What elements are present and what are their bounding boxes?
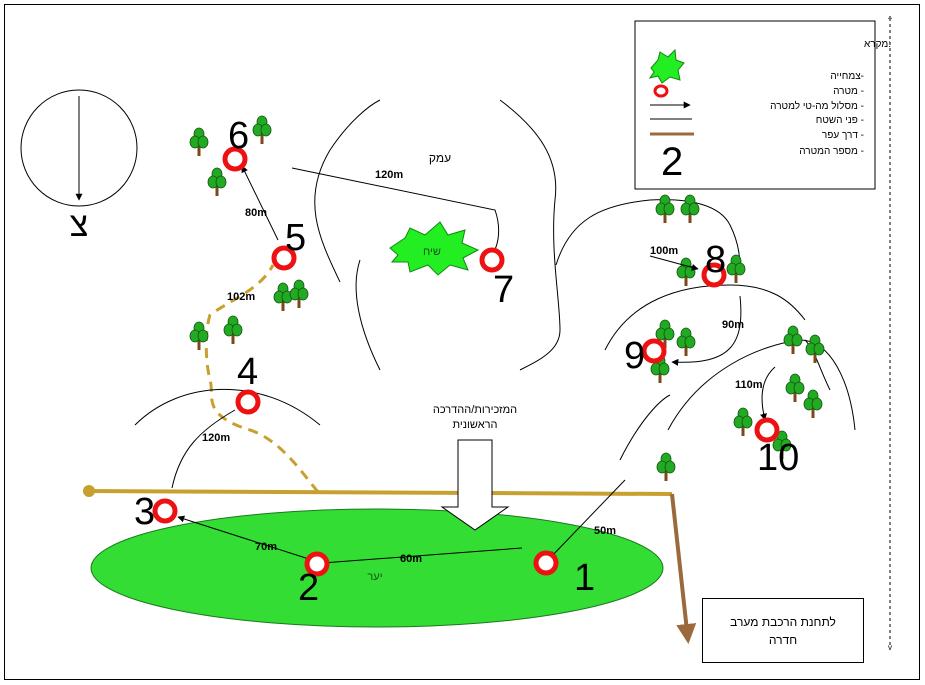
target-4: 4 xyxy=(235,351,261,415)
dirt-road xyxy=(83,485,697,644)
legend: :מקרא צמחייה- מטרה - מסלול מה-טי למטרה -… xyxy=(634,20,891,190)
bush: שיח xyxy=(389,221,480,276)
map-frame xyxy=(4,4,920,680)
target-7: 7 xyxy=(479,247,514,311)
target-10: 10 xyxy=(754,417,799,479)
destination-line1: לתחנת הרכבת מערב xyxy=(730,614,836,629)
distance-label: 120m xyxy=(202,432,230,444)
destination-line2: חדרה xyxy=(768,632,798,647)
target-number-icon: 2 xyxy=(661,140,683,184)
target-icon xyxy=(653,84,669,98)
svg-text:8: 8 xyxy=(705,239,726,281)
legend-item-label: מסלול מה-טי למטרה - xyxy=(770,100,864,112)
start-label-line1: המזכירות/ההדרכה xyxy=(433,404,517,416)
legend-item-label: דרך עפר - xyxy=(822,130,864,141)
legend-item-label: מטרה - xyxy=(833,86,864,97)
target-9: 9 xyxy=(624,335,667,377)
svg-text:v: v xyxy=(888,643,892,652)
bush-label: שיח xyxy=(423,246,441,258)
svg-text:9: 9 xyxy=(624,335,645,377)
distance-label: 120m xyxy=(375,169,403,181)
distance-label: 60m xyxy=(400,553,422,565)
destination-box: לתחנת הרכבת מערב חדרה xyxy=(702,598,864,663)
distance-label: 70m xyxy=(255,541,277,553)
distance-label: 100m xyxy=(650,245,678,257)
target-1: 1 xyxy=(533,550,595,599)
distance-labels: 50m 60m 70m 120m 102m 80m 120m 100m 90m … xyxy=(202,169,763,565)
distance-label: 90m xyxy=(722,319,744,331)
target-8: 8 xyxy=(701,239,727,288)
target-2: 2 xyxy=(298,551,330,609)
legend-item-label: מספר המטרה - xyxy=(799,146,864,157)
svg-text:6: 6 xyxy=(228,115,249,157)
target-3: 3 xyxy=(134,491,178,533)
start-arrow: המזכירות/ההדרכה הראשונית xyxy=(433,404,517,531)
distance-label: 102m xyxy=(227,291,255,303)
valley-label: עמק xyxy=(429,151,451,165)
compass: צ xyxy=(20,89,138,244)
distance-label: 50m xyxy=(594,525,616,537)
svg-text:^: ^ xyxy=(888,15,892,24)
target-5: 5 xyxy=(271,217,306,271)
legend-item-label: פני השטח - xyxy=(816,115,864,126)
svg-text:3: 3 xyxy=(134,491,155,533)
svg-text:1: 1 xyxy=(574,557,595,599)
svg-text:7: 7 xyxy=(493,269,514,311)
svg-text:2: 2 xyxy=(298,567,319,609)
svg-text:5: 5 xyxy=(285,217,306,259)
route-arrows xyxy=(177,165,776,567)
forest-area xyxy=(90,508,664,628)
vegetation-icon xyxy=(648,48,685,84)
legend-title: :מקרא xyxy=(864,39,891,50)
target-6: 6 xyxy=(222,115,249,172)
targets: 1 2 3 4 5 6 7 8 xyxy=(134,115,799,609)
svg-text:10: 10 xyxy=(757,437,799,479)
trail-path xyxy=(204,264,320,493)
legend-item-label: צמחייה- xyxy=(830,71,864,82)
distance-label: 80m xyxy=(245,207,267,219)
svg-text:4: 4 xyxy=(237,351,258,393)
distance-label: 110m xyxy=(735,379,763,391)
forest-label: יער xyxy=(367,571,382,583)
start-label-line2: הראשונית xyxy=(453,419,498,431)
north-label: צ xyxy=(70,206,89,244)
